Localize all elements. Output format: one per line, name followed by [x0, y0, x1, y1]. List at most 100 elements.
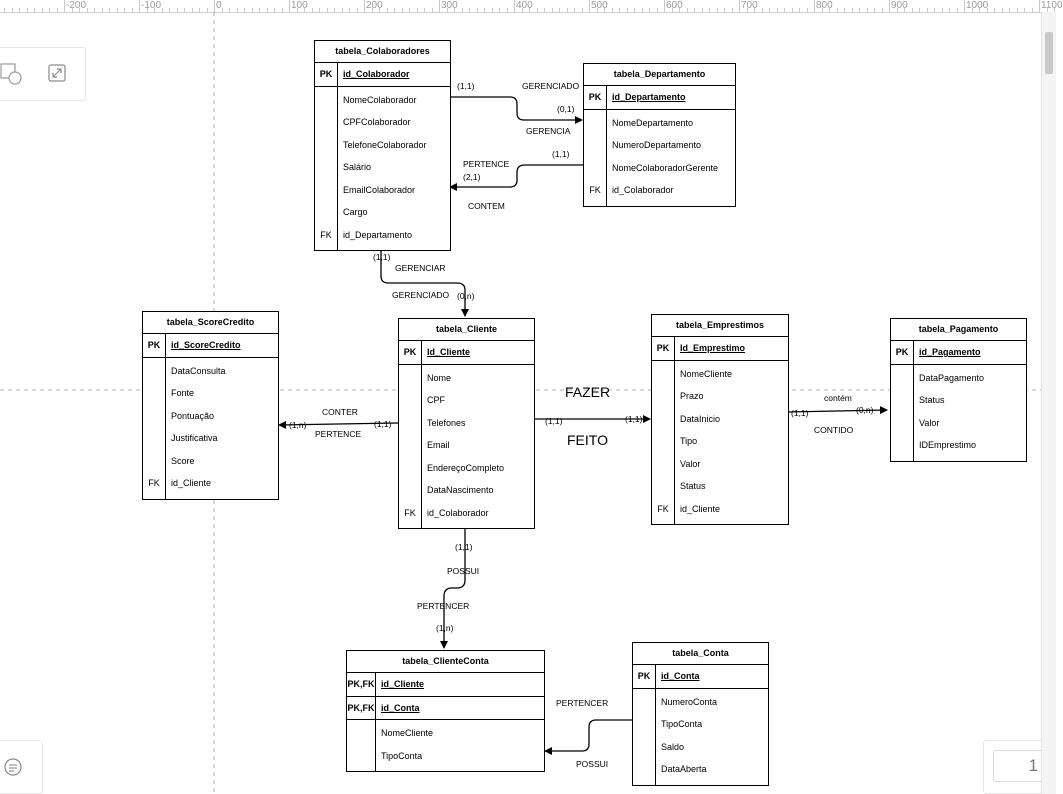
attribute-name: TipoConta [381, 750, 423, 761]
label-rel: GERENCIADO [392, 290, 450, 300]
attribute-row[interactable]: Cargo [315, 201, 450, 224]
ruler-tick [559, 8, 560, 12]
attribute-row[interactable]: NomeColaboradorGerente [584, 157, 735, 180]
attribute-row[interactable]: Email [399, 434, 534, 457]
attribute-row[interactable]: Valor [652, 453, 788, 476]
attribute-row[interactable]: NumeroConta [633, 691, 768, 714]
ruler-tick [86, 8, 88, 12]
key-marker [633, 736, 655, 759]
attribute-row[interactable]: TipoConta [347, 745, 544, 768]
attribute-row[interactable]: Prazo [652, 385, 788, 408]
ruler-tick [221, 8, 223, 12]
primary-key-name: Id_Emprestimo [680, 343, 746, 353]
ruler-tick [394, 8, 395, 12]
attribute-row[interactable]: NomeCliente [652, 363, 788, 386]
attribute-name: DataNascimento [427, 485, 494, 495]
attribute-row[interactable]: Nome [399, 367, 534, 390]
attribute-name: id_Cliente [680, 503, 721, 514]
chat-icon[interactable] [2, 756, 24, 778]
attribute-row[interactable]: CPFColaborador [315, 111, 450, 134]
attribute-row[interactable]: Valor [891, 412, 1026, 435]
ruler-tick [934, 8, 935, 12]
key-column-divider [674, 336, 675, 524]
fullscreen-icon[interactable] [47, 63, 69, 85]
key-marker [584, 134, 606, 157]
edge-colab-cliente [380, 251, 469, 317]
ruler-label: -100 [141, 0, 162, 11]
attribute-row[interactable]: NomeColaborador [315, 89, 450, 112]
attribute-row[interactable]: DataPagamento [891, 367, 1026, 390]
ruler-tick [604, 8, 605, 12]
attribute-row[interactable]: DataNascimento [399, 479, 534, 502]
attribute-row[interactable]: Tipo [652, 430, 788, 453]
attribute-row[interactable]: Justificativa [143, 427, 278, 450]
attribute-row[interactable]: Status [652, 475, 788, 498]
ruler-tick [506, 8, 508, 12]
attribute-row[interactable]: EndereçoCompleto [399, 457, 534, 480]
attribute-row[interactable]: CPF [399, 389, 534, 412]
attribute-row[interactable]: Salário [315, 156, 450, 179]
attribute-row[interactable]: EmailColaborador [315, 179, 450, 202]
ruler-tick [769, 8, 770, 12]
attribute-name: NomeColaborador [343, 94, 417, 105]
ruler-tick [176, 8, 178, 12]
key-marker: FK [657, 503, 669, 514]
ruler-tick [574, 8, 575, 12]
ruler-tick [439, 0, 440, 12]
ruler-tick [679, 8, 680, 12]
label-rel: PERTENCER [556, 698, 608, 708]
attribute-row[interactable]: Score [143, 450, 278, 473]
ruler-label: 300 [441, 0, 458, 11]
attribute-name: Email [427, 440, 450, 450]
ruler-tick [694, 8, 695, 12]
attribute-row[interactable]: NumeroDepartamento [584, 134, 735, 157]
attribute-row[interactable]: Status [891, 389, 1026, 412]
attribute-row[interactable]: NomeDepartamento [584, 112, 735, 135]
ruler-tick [656, 8, 658, 12]
attribute-row[interactable]: TipoConta [633, 713, 768, 736]
edge-cliente-score [278, 420, 399, 429]
attribute-row[interactable]: DataAberta [633, 758, 768, 781]
key-column-divider [375, 672, 376, 771]
attribute-row[interactable]: DataInicio [652, 408, 788, 431]
vertical-scrollbar[interactable] [1041, 12, 1056, 794]
ruler-tick [994, 8, 995, 12]
scrollbar-thumb[interactable] [1045, 32, 1053, 74]
attribute-row[interactable]: Telefones [399, 412, 534, 435]
attribute-row[interactable]: TelefoneColaborador [315, 134, 450, 157]
attribute-row[interactable]: FK id_Cliente [652, 498, 788, 521]
page-indicator[interactable]: 1 [993, 750, 1045, 782]
attribute-row[interactable]: Pontuação [143, 405, 278, 428]
ruler-tick [566, 8, 568, 12]
attribute-row[interactable]: IDEmprestimo [891, 434, 1026, 457]
primary-key-name: id_Colaborador [343, 69, 410, 79]
attribute-row[interactable]: Saldo [633, 736, 768, 759]
attribute-row[interactable]: Fonte [143, 382, 278, 405]
shapes-icon[interactable] [0, 62, 23, 86]
attribute-row[interactable]: DataConsulta [143, 360, 278, 383]
ruler-tick [1031, 8, 1033, 12]
attribute-row[interactable]: NomeCliente [347, 722, 544, 745]
